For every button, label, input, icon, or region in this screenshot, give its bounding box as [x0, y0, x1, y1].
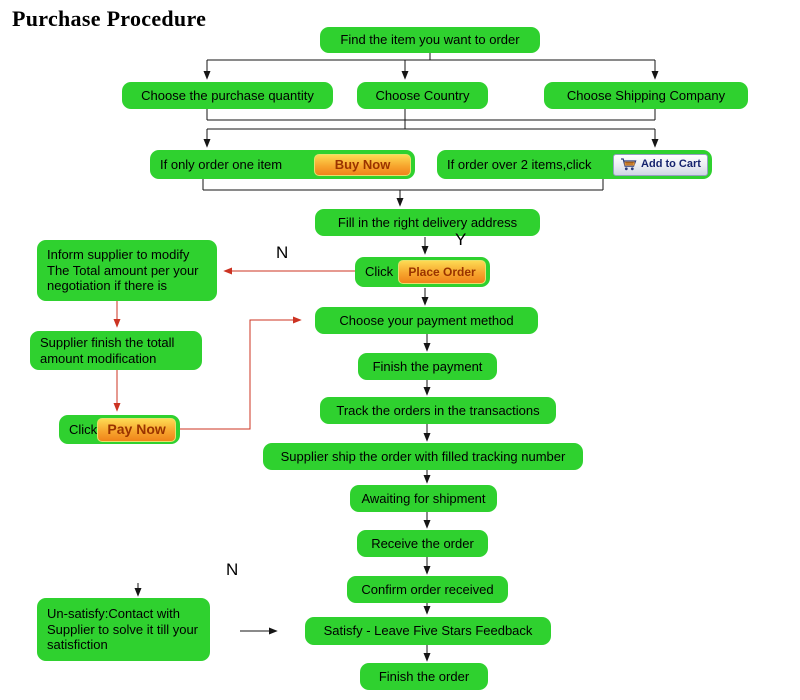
node-label: Awaiting for shipment — [361, 490, 486, 506]
button-label: Add to Cart — [641, 157, 701, 170]
node-label: Track the orders in the transactions — [336, 402, 540, 418]
node-unsatisfy: Un-satisfy:Contact with Supplier to solv… — [37, 598, 210, 661]
node-label: Choose the purchase quantity — [141, 87, 314, 103]
page-title: Purchase Procedure — [12, 6, 207, 31]
label-yes: Y — [455, 230, 467, 249]
node-label: Supplier ship the order with filled trac… — [280, 448, 566, 464]
node-find-item: Find the item you want to order — [320, 27, 540, 53]
node-label: If only order one item — [160, 156, 283, 172]
node-label: Fill in the right delivery address — [337, 214, 518, 230]
node-label: Choose Country — [375, 87, 470, 103]
node-finish-order: Finish the order — [360, 663, 488, 690]
node-inform-supplier: Inform supplier to modify The Total amou… — [37, 240, 217, 301]
node-choose-quantity: Choose the purchase quantity — [122, 82, 333, 109]
node-click-pay-now: Click Pay Now — [59, 415, 180, 444]
node-track-orders: Track the orders in the transactions — [320, 397, 556, 424]
node-choose-payment: Choose your payment method — [315, 307, 538, 334]
add-to-cart-button[interactable]: Add to Cart — [613, 153, 708, 176]
node-label: Choose your payment method — [339, 312, 514, 328]
node-label: Receive the order — [371, 535, 474, 551]
node-label: Finish the order — [378, 668, 470, 684]
node-choose-shipping: Choose Shipping Company — [544, 82, 748, 109]
node-if-one-item: If only order one item Buy Now — [150, 150, 415, 179]
buy-now-button[interactable]: Buy Now — [314, 153, 411, 176]
node-click-place-order: Click Place Order — [355, 257, 490, 287]
node-label: Click — [69, 421, 98, 437]
place-order-button[interactable]: Place Order — [398, 260, 486, 284]
node-receive-order: Receive the order — [357, 530, 488, 557]
node-label: Find the item you want to order — [340, 32, 520, 48]
node-confirm-received: Confirm order received — [347, 576, 508, 603]
cart-icon — [621, 158, 637, 171]
node-label: Choose Shipping Company — [566, 87, 726, 103]
node-supplier-finish: Supplier finish the totall amount modifi… — [30, 331, 202, 370]
node-if-over-two: If order over 2 items,click Add to Cart — [437, 150, 712, 179]
node-label: Finish the payment — [372, 358, 483, 374]
label-no-satisfy: N — [226, 560, 239, 579]
node-label: Click — [365, 264, 394, 280]
node-satisfy-feedback: Satisfy - Leave Five Stars Feedback — [305, 617, 551, 645]
node-label: If order over 2 items,click — [447, 156, 592, 172]
node-label: Un-satisfy:Contact with Supplier to solv… — [47, 605, 199, 653]
label-no-modify: N — [276, 243, 289, 262]
pay-now-button[interactable]: Pay Now — [97, 417, 176, 442]
node-supplier-ship: Supplier ship the order with filled trac… — [263, 443, 583, 470]
node-label: Supplier finish the totall amount modifi… — [40, 334, 175, 366]
node-fill-address: Fill in the right delivery address — [315, 209, 540, 236]
node-label: Inform supplier to modify The Total amou… — [47, 246, 199, 294]
node-finish-payment: Finish the payment — [358, 353, 497, 380]
node-awaiting-shipment: Awaiting for shipment — [350, 485, 497, 512]
node-label: Satisfy - Leave Five Stars Feedback — [323, 623, 533, 639]
node-label: Confirm order received — [361, 581, 494, 597]
node-choose-country: Choose Country — [357, 82, 488, 109]
